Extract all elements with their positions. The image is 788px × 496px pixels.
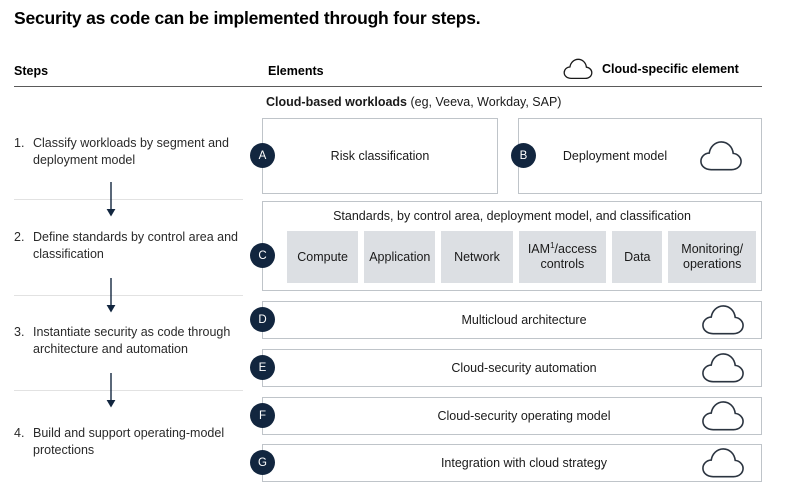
standards-grid: Compute Application Network IAM1/access … [287, 231, 756, 283]
control-area-iam-access-controls[interactable]: IAM1/access controls [518, 231, 607, 283]
step-number-4: 4. [14, 426, 25, 440]
cloud-icon [701, 304, 745, 336]
element-label-b: Deployment model [562, 149, 668, 163]
element-label-d: Multicloud architecture [461, 313, 587, 327]
badge-g: G [250, 450, 275, 475]
step-divider-1 [14, 199, 243, 200]
step-item-1: 1. Classify workloads by segment and dep… [14, 135, 246, 169]
step-number-1: 1. [14, 136, 25, 150]
control-area-label: Monitoring/ operations [681, 242, 744, 271]
badge-d: D [250, 307, 275, 332]
control-area-monitoring-operations[interactable]: Monitoring/ operations [668, 231, 756, 283]
step-number-2: 2. [14, 230, 25, 244]
control-area-application[interactable]: Application [364, 231, 436, 283]
element-box-standards[interactable]: Standards, by control area, deployment m… [262, 201, 762, 291]
step-divider-2 [14, 295, 243, 296]
control-area-network[interactable]: Network [441, 231, 513, 283]
legend: Cloud-specific element [563, 58, 739, 80]
down-arrow-icon [104, 278, 118, 314]
step-text-4: Build and support operating-model protec… [33, 426, 225, 457]
badge-a: A [250, 143, 275, 168]
column-header-elements: Elements [268, 64, 324, 78]
group-label-bold: Cloud-based workloads [266, 95, 407, 109]
legend-label: Cloud-specific element [602, 62, 739, 76]
control-area-data[interactable]: Data [612, 231, 663, 283]
element-box-cloud-security-automation[interactable]: Cloud-security automation [262, 349, 762, 387]
group-label-regular: (eg, Veeva, Workday, SAP) [407, 95, 562, 109]
step-divider-3 [14, 390, 243, 391]
page-title: Security as code can be implemented thro… [14, 8, 481, 28]
badge-f: F [250, 403, 275, 428]
element-box-integration-with-cloud-strategy[interactable]: Integration with cloud strategy [262, 444, 762, 482]
control-area-label-main: IAM [527, 242, 551, 256]
control-area-label: Data [624, 249, 651, 264]
footnote-marker: 1 [550, 240, 555, 250]
cloud-icon [701, 400, 745, 432]
down-arrow-icon [104, 373, 118, 409]
step-item-3: 3. Instantiate security as code through … [14, 324, 246, 358]
step-number-3: 3. [14, 325, 25, 339]
element-label-f: Cloud-security operating model [437, 409, 611, 423]
control-area-label: IAM1/access controls [522, 240, 604, 272]
down-arrow-icon [104, 182, 118, 218]
group-label: Cloud-based workloads (eg, Veeva, Workda… [266, 95, 561, 109]
step-item-2: 2. Define standards by control area and … [14, 229, 246, 263]
step-item-4: 4. Build and support operating-model pro… [14, 425, 246, 459]
control-area-compute[interactable]: Compute [287, 231, 359, 283]
step-text-2: Define standards by control area and cla… [33, 230, 238, 261]
standards-title: Standards, by control area, deployment m… [333, 209, 691, 223]
element-label-a: Risk classification [330, 149, 430, 163]
element-box-risk-classification[interactable]: Risk classification [262, 118, 498, 194]
element-label-e: Cloud-security automation [451, 361, 597, 375]
badge-b: B [511, 143, 536, 168]
badge-e: E [250, 355, 275, 380]
control-area-label: Compute [297, 249, 348, 264]
cloud-icon [699, 140, 743, 172]
step-text-1: Classify workloads by segment and deploy… [33, 136, 229, 167]
step-text-3: Instantiate security as code through arc… [33, 325, 231, 356]
badge-c: C [250, 243, 275, 268]
element-box-cloud-security-operating-model[interactable]: Cloud-security operating model [262, 397, 762, 435]
column-header-steps: Steps [14, 64, 49, 78]
cloud-icon [701, 447, 745, 479]
element-label-g: Integration with cloud strategy [440, 456, 608, 470]
header-rule [14, 86, 762, 87]
element-box-deployment-model[interactable]: Deployment model [518, 118, 762, 194]
control-area-label: Network [454, 249, 500, 264]
cloud-icon [563, 58, 593, 80]
element-box-multicloud-architecture[interactable]: Multicloud architecture [262, 301, 762, 339]
control-area-label-tail: /access controls [540, 242, 597, 271]
cloud-icon [701, 352, 745, 384]
control-area-label: Application [369, 249, 431, 264]
